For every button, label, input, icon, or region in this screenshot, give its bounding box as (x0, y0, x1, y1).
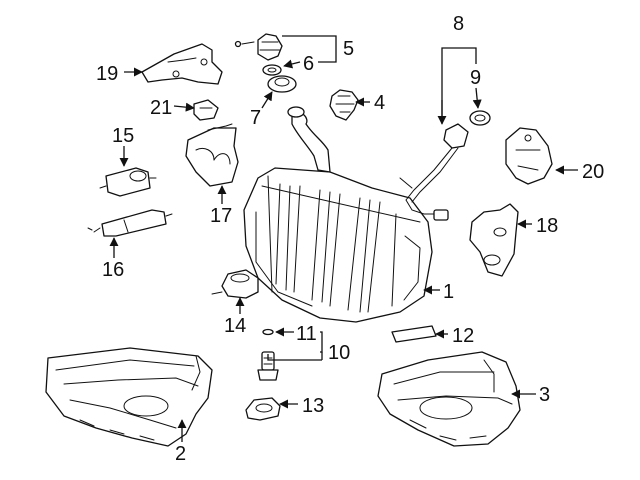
callout-1: 1 (443, 281, 454, 303)
side-bracket-part (505, 127, 553, 185)
callout-8: 8 (453, 13, 464, 35)
drain-plug-part (257, 351, 279, 381)
sender-cover-part (211, 269, 259, 299)
fuel-filter-part (99, 167, 157, 197)
fuel-pump-part (87, 209, 173, 237)
filler-gasket-part (262, 64, 282, 76)
mount-bracket-part (469, 203, 519, 277)
leader-lines (109, 35, 578, 442)
callout-13: 13 (302, 395, 324, 417)
callout-17: 17 (210, 205, 232, 227)
filler-cap-part (234, 33, 283, 61)
callout-20: 20 (582, 161, 604, 183)
tank-pad-strip-part (391, 325, 437, 343)
callout-18: 18 (536, 215, 558, 237)
left-skid-plate-part (45, 347, 213, 447)
filter-bracket-part (185, 123, 239, 187)
callout-11: 11 (296, 323, 317, 345)
callout-7: 7 (250, 107, 261, 129)
callout-14: 14 (224, 315, 246, 337)
clip-part (193, 99, 219, 121)
callout-10: 10 (328, 342, 350, 364)
fuel-pump-sender-part (399, 123, 469, 221)
callout-4: 4 (374, 92, 385, 114)
callout-19: 19 (96, 63, 118, 85)
callout-5: 5 (343, 38, 354, 60)
callout-12: 12 (452, 325, 474, 347)
callout-9: 9 (470, 67, 481, 89)
lock-ring-part (245, 397, 281, 421)
callout-21: 21 (150, 97, 172, 119)
upper-bracket-part (141, 43, 223, 85)
callout-16: 16 (102, 259, 124, 281)
callout-labels: 1 2 3 4 5 6 7 8 9 10 11 12 13 14 15 16 1… (96, 13, 604, 465)
fuel-tank-part (243, 106, 433, 323)
callout-3: 3 (539, 384, 550, 406)
callout-15: 15 (112, 125, 134, 147)
right-skid-plate-part (377, 351, 521, 447)
callout-6: 6 (303, 53, 314, 75)
vent-valve-part (329, 89, 359, 121)
callout-2: 2 (175, 443, 186, 465)
drain-washer-part (262, 328, 274, 336)
pump-seal-ring-part (469, 110, 491, 126)
filler-housing-part (267, 75, 297, 93)
